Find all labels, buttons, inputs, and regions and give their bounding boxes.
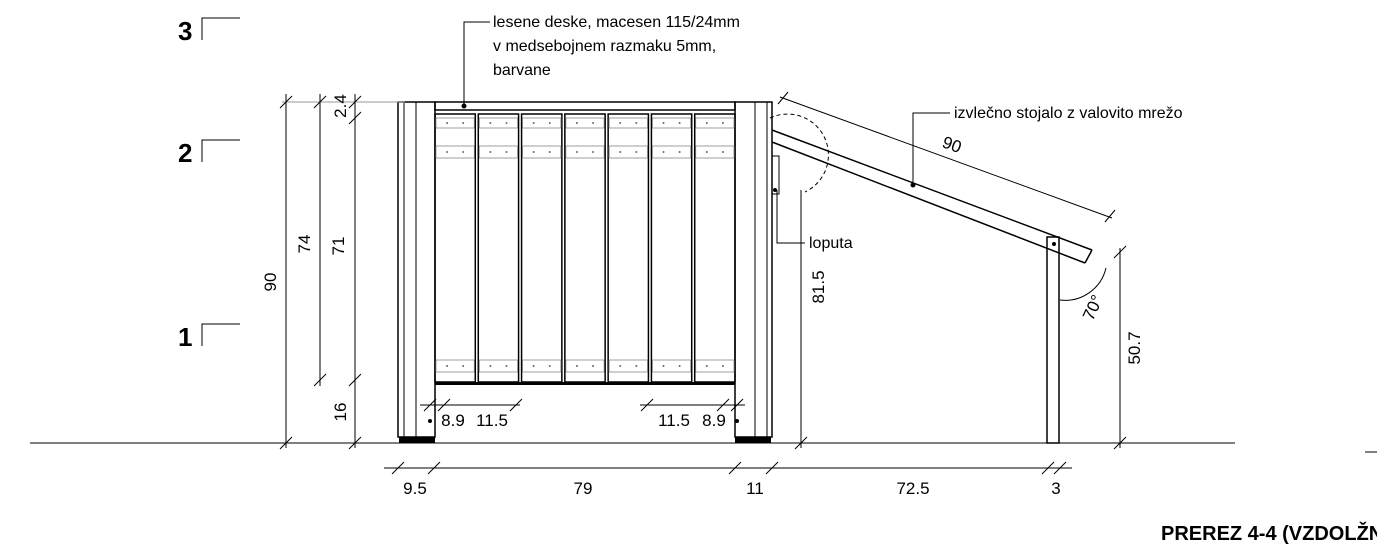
leader-lines [463,21,950,244]
hinge-flap [769,113,829,195]
dim-vertical-left [279,94,405,450]
board [434,113,477,383]
svg-text:2: 2 [178,138,192,168]
dim-81-5: 81.5 [809,270,828,303]
angle-arc [1059,267,1107,301]
wooden-boards [434,113,736,385]
stand-leg [1046,236,1060,444]
board [520,113,563,383]
note-boards-2: v medsebojnem razmaku 5mm, [493,38,716,55]
dim-11: 11 [746,479,764,498]
note-hinge: loputa [809,235,853,252]
note-stand: izvlečno stojalo z valovito mrežo [954,105,1183,122]
right-post [734,101,773,443]
top-rail [434,101,736,111]
dim-3: 3 [1051,479,1060,498]
dim-72-5: 72.5 [896,479,929,498]
note-boards-3: barvane [493,62,551,79]
board [564,113,606,383]
left-post [397,101,436,443]
dim-leg-left: 8.9 [441,411,465,430]
dim-74: 74 [295,235,314,254]
dim-9-5: 9.5 [403,479,427,498]
board [650,113,693,383]
dim-50-7: 50.7 [1125,331,1144,364]
board [477,113,520,383]
board [607,113,650,383]
svg-text:3: 3 [178,16,192,46]
dim-horizontal-bottom [384,461,1072,475]
section-title: PREREZ 4-4 (VZDOLŽN [1161,521,1377,545]
dim-slope [777,91,1116,223]
level-marker-3: 3 [178,16,240,46]
level-marker-2: 2 [178,138,240,168]
dim-slope-90: 90 [940,133,964,157]
note-boards-1: lesene deske, macesen 115/24mm [493,14,740,31]
board [693,113,736,383]
dim-leg-small [420,398,745,412]
dim-79: 79 [574,479,593,498]
dim-gap-right: 11.5 [658,411,690,430]
level-marker-1: 1 [178,322,240,352]
dim-total-height: 90 [261,273,280,292]
dim-gap-left: 11.5 [476,411,508,430]
dim-2-4: 2.4 [331,94,350,118]
svg-text:1: 1 [178,322,192,352]
dim-71: 71 [329,237,348,256]
dim-vertical-right [794,190,1127,450]
dim-leg-right: 8.9 [702,411,726,430]
dim-16: 16 [331,403,350,422]
